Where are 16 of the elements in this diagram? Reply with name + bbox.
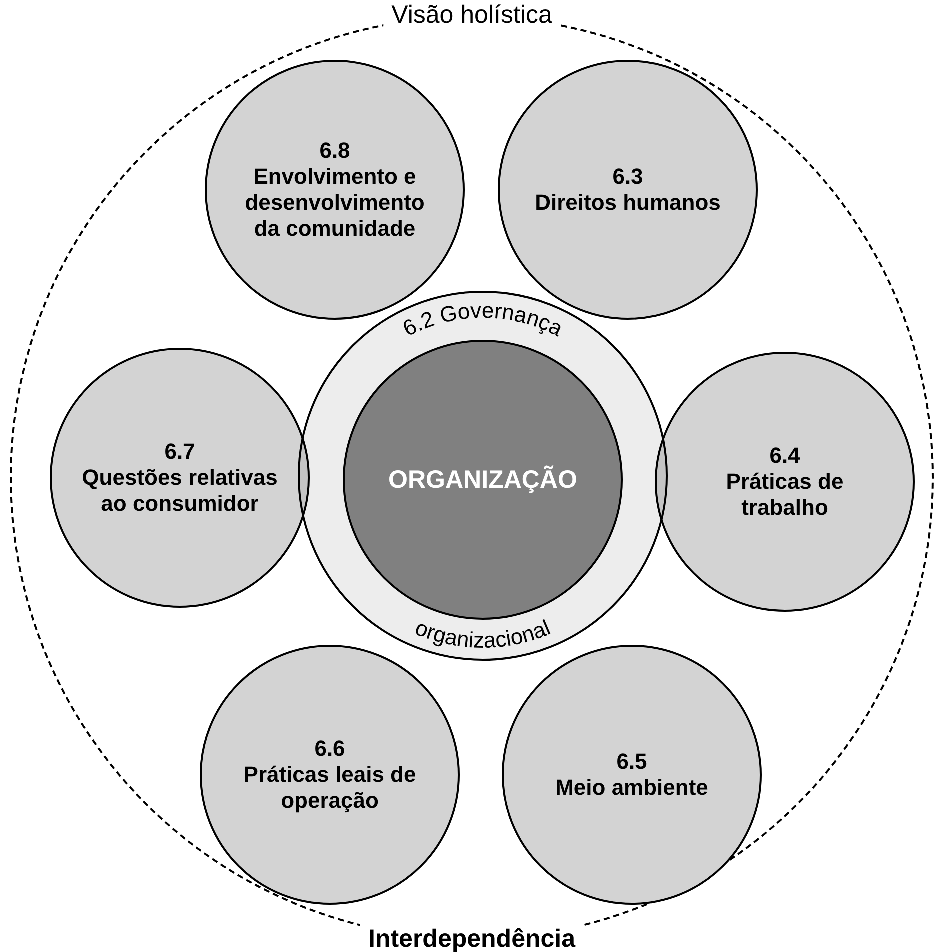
circle-label: 6.3 bbox=[612, 164, 644, 190]
circle-label: Direitos humanos bbox=[535, 190, 721, 216]
circle-label: Práticas de trabalho bbox=[725, 469, 845, 521]
circle-label: 6.4 bbox=[770, 443, 800, 469]
circle-label: 6.7 bbox=[164, 439, 196, 465]
circle-label: Envolvimento e desenvolvimento da comunidade bbox=[244, 164, 426, 242]
circle-label: ORGANIZAÇÃO bbox=[388, 466, 578, 494]
circle-label: 6.8 bbox=[320, 138, 350, 164]
circle-label: Meio ambiente bbox=[556, 775, 708, 801]
circle-label: 6.5 bbox=[616, 749, 648, 775]
circle-label: Interdependência bbox=[360, 924, 584, 952]
curved-label: organizacional bbox=[412, 615, 554, 654]
circle-label: 6.6 bbox=[314, 736, 346, 762]
circle-label: Questões relativas ao consumidor bbox=[81, 465, 279, 517]
curved-label: 6.2 Governança bbox=[398, 298, 568, 342]
circle-label: Práticas leais de operação bbox=[242, 762, 418, 814]
